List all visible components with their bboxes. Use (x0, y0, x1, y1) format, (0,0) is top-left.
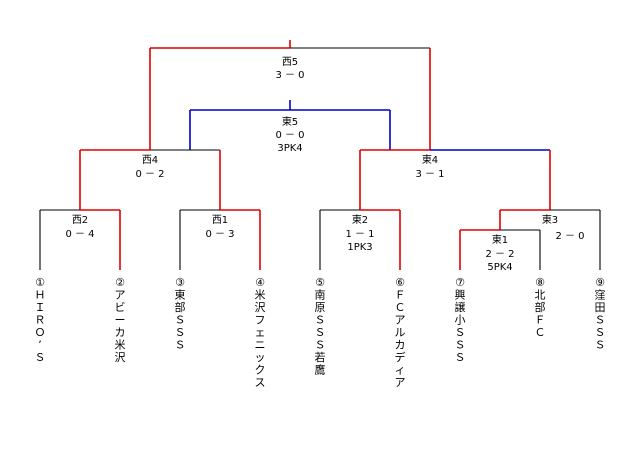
match-e4-score: 3 － 1 (415, 169, 444, 180)
match-e2-pk: 1PK3 (347, 242, 372, 253)
match-e4-name: 東4 (422, 153, 438, 166)
match-e3-score: 2 － 0 (555, 231, 584, 242)
match-e2-score: 1 － 1 (345, 229, 374, 240)
match-w4-name: 西4 (142, 155, 158, 166)
match-e1-name: 東1 (492, 233, 508, 246)
match-e3-name: 東3 (542, 213, 558, 226)
match-w2-score: 0 － 4 (65, 229, 94, 240)
match-w5-score: 3 － 0 (275, 70, 304, 81)
match-e5-name: 東5 (282, 115, 298, 128)
bracket-lines (39, 40, 601, 270)
match-e5-pk: 3PK4 (277, 143, 302, 154)
match-w1-name: 西1 (212, 215, 228, 226)
match-labels: 西5 3 － 0 東5 0 － 0 3PK4 西4 0 － 2 東4 3 － 1… (65, 57, 584, 273)
match-w1-score: 0 － 3 (205, 229, 234, 240)
match-w2-name: 西2 (72, 215, 88, 226)
match-w4-score: 0 － 2 (135, 169, 164, 180)
match-e2-name: 東2 (352, 213, 368, 226)
match-e1-score: 2 － 2 (485, 249, 514, 260)
match-e5-score: 0 － 0 (275, 130, 304, 141)
match-e1-pk: 5PK4 (487, 262, 512, 273)
match-w5-name: 西5 (282, 57, 298, 68)
